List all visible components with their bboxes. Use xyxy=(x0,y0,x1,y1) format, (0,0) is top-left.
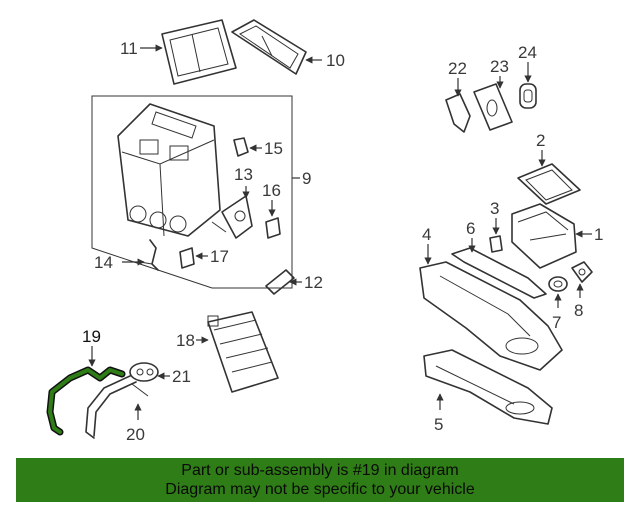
callout-22[interactable]: 22 xyxy=(448,59,467,78)
part-24[interactable] xyxy=(519,83,537,109)
callout-18[interactable]: 18 xyxy=(176,331,195,350)
banner-line-1: Part or sub-assembly is #19 in diagram xyxy=(181,462,459,479)
callout-9[interactable]: 9 xyxy=(302,169,311,188)
part-15[interactable] xyxy=(233,137,249,157)
callout-8[interactable]: 8 xyxy=(574,301,583,320)
part-17[interactable] xyxy=(179,247,195,269)
part-4-lower-case[interactable] xyxy=(419,261,563,371)
info-banner: Part or sub-assembly is #19 in diagram D… xyxy=(16,458,624,502)
callout-12[interactable]: 12 xyxy=(304,273,323,292)
callout-2[interactable]: 2 xyxy=(536,131,545,150)
assembly-9-outline xyxy=(91,95,293,289)
part-2[interactable] xyxy=(517,163,581,205)
part-7-seal[interactable] xyxy=(548,276,568,292)
callout-21[interactable]: 21 xyxy=(172,367,191,386)
part-22[interactable] xyxy=(445,93,471,133)
part-13-actuator[interactable] xyxy=(211,195,253,239)
callout-19[interactable]: 19 xyxy=(82,327,101,346)
part-23[interactable] xyxy=(473,83,513,131)
part-9-hvac-case[interactable] xyxy=(117,103,221,237)
callout-14[interactable]: 14 xyxy=(94,253,113,272)
part-8-motor-cap[interactable] xyxy=(571,261,593,283)
part-20-hose[interactable] xyxy=(85,375,149,439)
callout-3[interactable]: 3 xyxy=(490,199,499,218)
part-10-filter[interactable] xyxy=(231,19,307,75)
callout-10[interactable]: 10 xyxy=(326,51,345,70)
callout-6[interactable]: 6 xyxy=(466,219,475,238)
part-19-heater-hose-highlighted[interactable] xyxy=(46,366,126,436)
callout-17[interactable]: 17 xyxy=(210,247,229,266)
callout-15[interactable]: 15 xyxy=(264,139,283,158)
banner-line-2: Diagram may not be specific to your vehi… xyxy=(165,481,475,498)
callout-7[interactable]: 7 xyxy=(552,313,561,332)
part-12-gasket[interactable] xyxy=(265,269,295,295)
part-16[interactable] xyxy=(265,217,281,239)
callout-20[interactable]: 20 xyxy=(126,425,145,444)
callout-16[interactable]: 16 xyxy=(262,181,281,200)
parts-diagram: 11 10 9 15 13 16 xyxy=(46,19,603,444)
part-21-grommet[interactable] xyxy=(129,362,159,382)
part-14-rod[interactable] xyxy=(139,239,159,271)
part-11-filter[interactable] xyxy=(161,19,237,85)
callout-1[interactable]: 1 xyxy=(594,225,603,244)
part-1-blower-housing[interactable] xyxy=(511,203,577,269)
callout-4[interactable]: 4 xyxy=(422,225,431,244)
callout-11[interactable]: 11 xyxy=(120,39,138,58)
part-18-heater-core[interactable] xyxy=(207,311,279,393)
callout-13[interactable]: 13 xyxy=(234,165,253,184)
part-5-lower-case[interactable] xyxy=(423,349,553,425)
callout-23[interactable]: 23 xyxy=(490,57,509,76)
callout-5[interactable]: 5 xyxy=(434,415,443,434)
part-3[interactable] xyxy=(489,235,503,253)
callout-24[interactable]: 24 xyxy=(518,43,537,62)
